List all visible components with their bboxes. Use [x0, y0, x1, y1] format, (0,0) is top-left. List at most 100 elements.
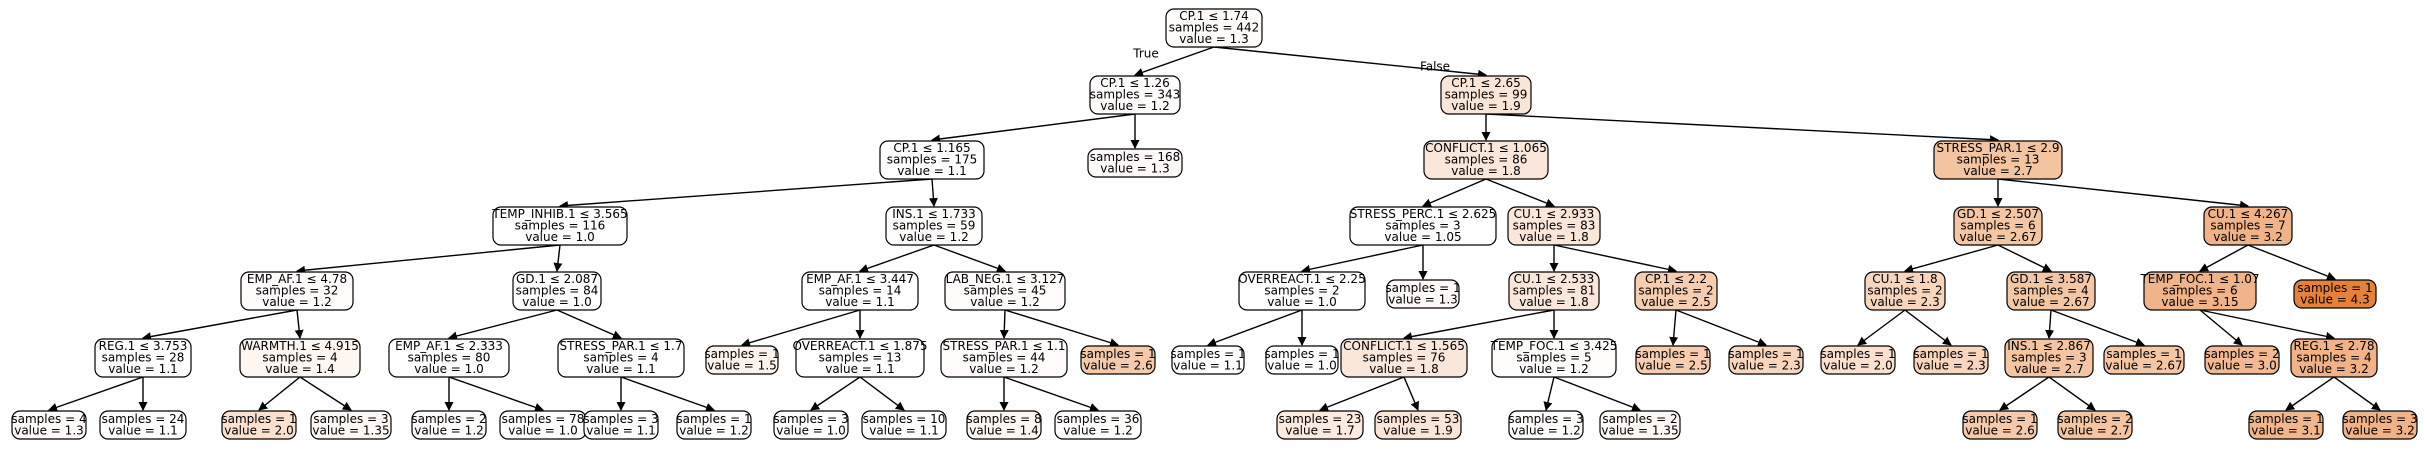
- tree-node-box: [1276, 410, 1364, 440]
- tree-node-line: value = 1.2: [1519, 362, 1589, 376]
- tree-edge-n14-n27: [448, 309, 558, 341]
- tree-node-line: samples = 13: [819, 351, 902, 365]
- tree-node-box: [773, 410, 849, 440]
- tree-node-box: [1864, 271, 1946, 311]
- tree-node-line: value = 1.1: [825, 295, 895, 309]
- tree-node-line: value = 1.8: [1519, 230, 1589, 244]
- tree-node-line: value = 1.2: [969, 362, 1039, 376]
- tree-node-line: value = 1.1: [825, 362, 895, 376]
- tree-node-line: samples = 1: [1264, 347, 1339, 361]
- tree-node-line: samples = 1: [1913, 347, 1988, 361]
- tree-node-line: value = 1.0: [1267, 295, 1337, 309]
- tree-node-box: [879, 140, 985, 180]
- tree-edge-n11-n21: [1904, 244, 1999, 274]
- tree-node-line: value = 3.15: [2161, 295, 2238, 309]
- tree-node-box: [2057, 410, 2133, 440]
- tree-node-line: INS.1 ≤ 1.733: [892, 207, 976, 221]
- tree-node-line: value = 1.05: [1384, 230, 1461, 244]
- tree-edge-n0-n1: [1134, 46, 1215, 77]
- tree-node-line: samples = 5: [1516, 351, 1591, 365]
- tree-edge-n17-n33: [1207, 309, 1303, 347]
- tree-node-line: value = 1.0: [508, 423, 578, 437]
- tree-edge-n21-n39: [1857, 309, 1906, 346]
- tree-node-line: samples = 32: [256, 284, 339, 298]
- tree-node-line: value = 2.67: [1959, 230, 2036, 244]
- tree-node-line: samples = 4: [583, 351, 658, 365]
- tree-node-line: value = 2.3: [1870, 295, 1940, 309]
- tree-node-line: samples = 1: [221, 412, 296, 426]
- tree-node-box: [239, 338, 361, 378]
- tree-edge-n13-n25: [142, 309, 298, 341]
- tree-edge-n44-n63: [2285, 376, 2335, 411]
- tree-node-box: [885, 206, 983, 246]
- tree-node-line: samples = 1: [1962, 412, 2037, 426]
- tree-node-box: [2248, 410, 2324, 440]
- tree-edge-n22-n42: [2050, 309, 2145, 347]
- tree-node-line: value = 2.7: [2014, 362, 2084, 376]
- tree-node-line: value = 3.0: [2207, 358, 2277, 372]
- tree-node-line: value = 1.1: [869, 423, 939, 437]
- tree-edge-n20-n38: [1675, 309, 1767, 347]
- tree-node-line: OVERREACT.1 ≤ 1.875: [792, 339, 927, 353]
- tree-edge-n20-n37: [1669, 309, 1679, 346]
- tree-node-line: value = 2.5: [1638, 358, 1708, 372]
- tree-node-line: samples = 83: [1513, 219, 1596, 233]
- tree-node-box: [492, 206, 628, 246]
- tree-node-line: EMP_AF.1 ≤ 3.447: [806, 272, 914, 286]
- tree-node-line: value = 2.67: [2012, 295, 2089, 309]
- tree-node-line: LAB_NEG.1 ≤ 3.127: [946, 272, 1065, 286]
- tree-node-line: samples = 2: [1638, 284, 1713, 298]
- tree-node-box: [2103, 345, 2185, 375]
- tree-node-line: samples = 1: [1728, 347, 1803, 361]
- tree-node-line: value = 2.3: [1731, 358, 1801, 372]
- tree-node-line: CU.1 ≤ 4.267: [2208, 207, 2289, 221]
- tree-node-line: samples = 76: [1363, 351, 1446, 365]
- tree-node-line: value = 1.2: [899, 230, 969, 244]
- tree-node-line: value = 1.2: [414, 423, 484, 437]
- tree-node-line: samples = 2: [2057, 412, 2132, 426]
- tree-edge-n5-n10: [1485, 178, 1555, 208]
- tree-edge-n22-n41: [2045, 309, 2055, 339]
- tree-node-line: value = 1.2: [679, 423, 749, 437]
- tree-edge-n0-n2: [1213, 46, 1487, 79]
- tree-node-line: value = 1.3: [14, 423, 84, 437]
- tree-node-line: value = 1.1: [586, 362, 656, 376]
- tree-edge-n12-n23: [2199, 244, 2249, 272]
- tree-node-line: CP.1 ≤ 2.2: [1645, 272, 1707, 286]
- tree-node-line: value = 3.2: [2345, 423, 2415, 437]
- tree-node-box: [705, 345, 779, 375]
- tree-node-line: samples = 3: [1508, 412, 1583, 426]
- tree-node-line: EMP_AF.1 ≤ 2.333: [395, 339, 503, 353]
- tree-node-box: [1508, 410, 1584, 440]
- false-branch-label: False: [1420, 60, 1450, 74]
- tree-node-line: samples = 24: [102, 412, 185, 426]
- tree-node-line: value = 1.1: [108, 362, 178, 376]
- tree-node-line: samples = 1: [1635, 347, 1710, 361]
- tree-node-box: [221, 410, 297, 440]
- tree-node-line: TEMP_INHIB.1 ≤ 3.565: [491, 207, 627, 221]
- tree-edge-n35-n58: [1403, 376, 1420, 411]
- tree-node-line: samples = 116: [515, 219, 605, 233]
- tree-node-line: value = 1.1: [897, 164, 967, 178]
- tree-node-line: value = 1.9: [1383, 423, 1453, 437]
- tree-node-box: [512, 271, 602, 311]
- tree-edge-n28-n52: [620, 376, 715, 412]
- tree-node-line: value = 2.7: [2060, 423, 2130, 437]
